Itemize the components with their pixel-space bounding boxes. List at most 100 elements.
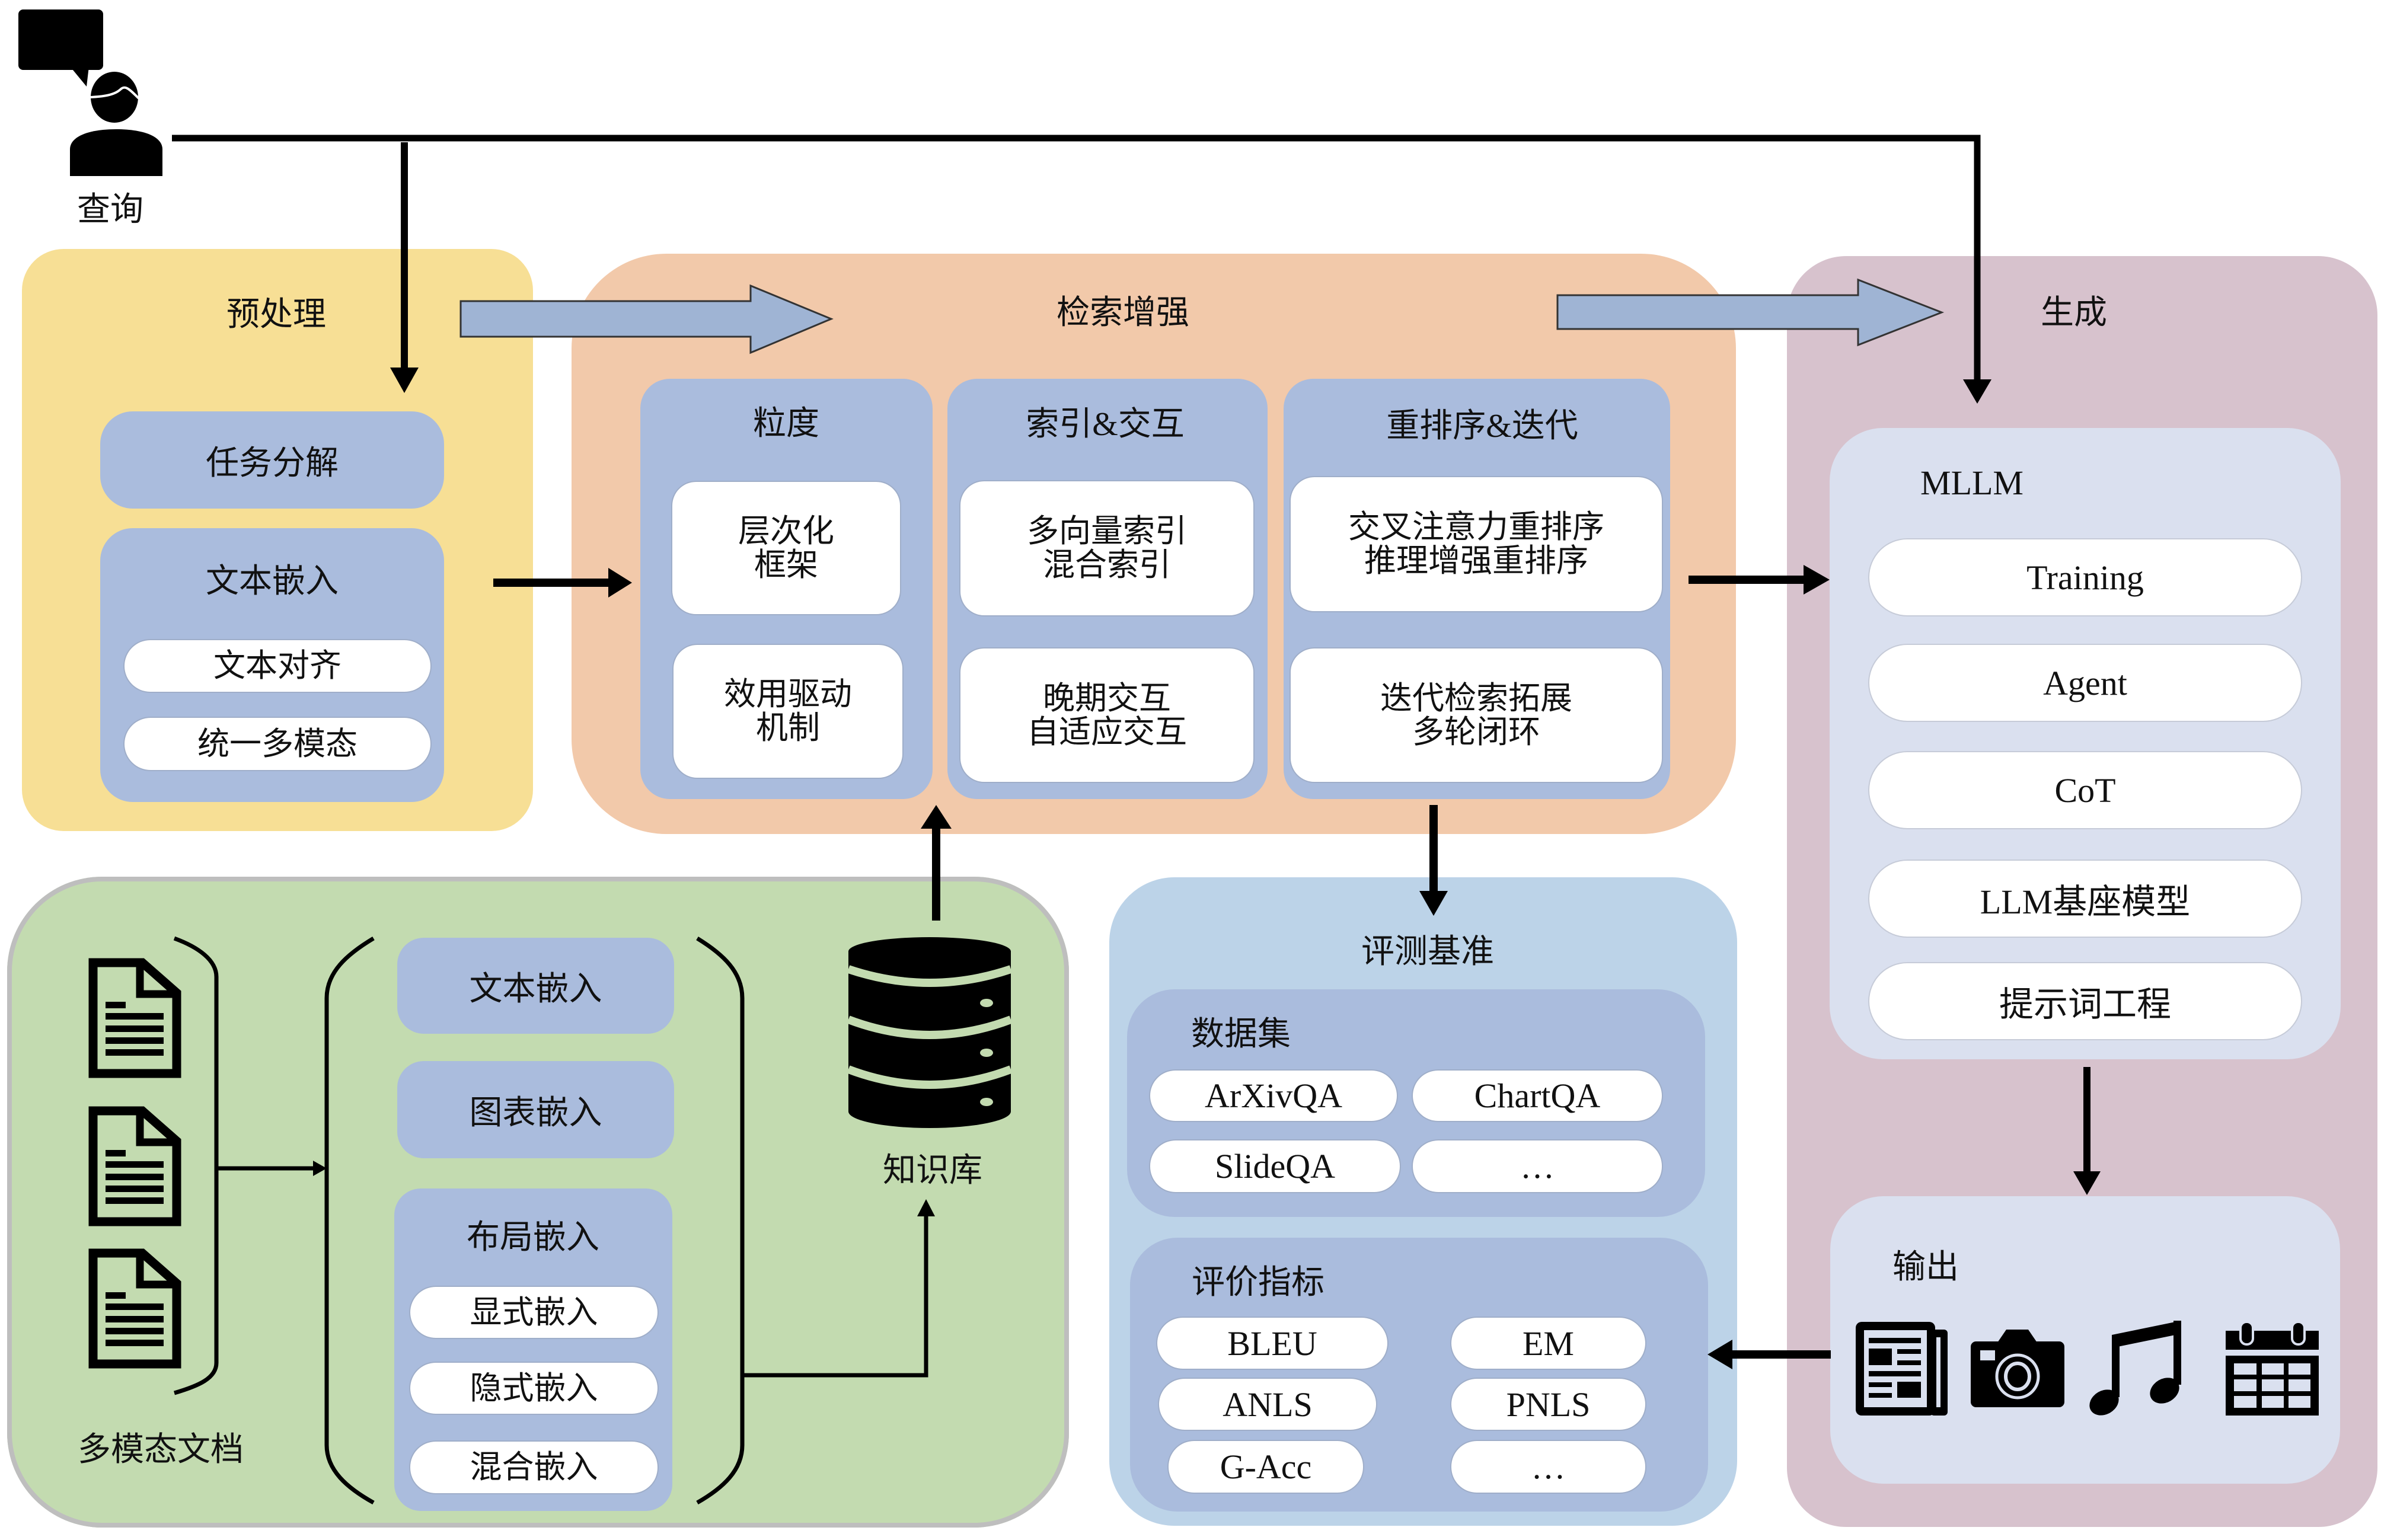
datasets-title: 数据集	[1191, 1016, 1291, 1053]
doc-text-embedding-label: 文本嵌入	[469, 970, 602, 1008]
mllm-item-label: Training	[2026, 558, 2144, 597]
cross-attention-rerank-box: 交叉注意力重排序 推理增强重排序	[1291, 477, 1662, 611]
metric-label: PNLS	[1506, 1385, 1591, 1424]
dataset-chartqa: ChartQA	[1413, 1071, 1662, 1121]
evaluation-panel: 评测基准 数据集 ArXivQA ChartQA SlideQA … 评价指标 …	[1109, 877, 1737, 1526]
bubble-body	[18, 9, 103, 70]
box-line: 多轮闭环	[1412, 714, 1540, 750]
dataset-slideqa: SlideQA	[1150, 1140, 1400, 1192]
mllm-item-label: Agent	[2043, 663, 2127, 702]
hierarchical-framework-box: 层次化 框架	[672, 482, 900, 614]
mllm-title: MLLM	[1920, 464, 2023, 502]
explicit-embedding-pill: 显式嵌入	[410, 1287, 658, 1338]
box-line: 多向量索引	[1027, 513, 1187, 549]
metric-label: ANLS	[1223, 1385, 1313, 1424]
box-line: 迭代检索拓展	[1380, 680, 1572, 716]
text-alignment-pill: 文本对齐	[125, 640, 430, 692]
mllm-item-label: CoT	[2054, 771, 2116, 810]
doc-text-embedding-box: 文本嵌入	[397, 938, 674, 1034]
metrics-title: 评价指标	[1192, 1264, 1324, 1301]
dataset-arxivqa: ArXivQA	[1150, 1071, 1397, 1121]
metric-anls: ANLS	[1159, 1379, 1376, 1430]
knowledge-base-label: 知识库	[883, 1152, 982, 1189]
rerank-iteration-title: 重排序&迭代	[1386, 408, 1578, 445]
user-query-icon	[18, 9, 162, 176]
layout-item-label: 显式嵌入	[470, 1294, 598, 1330]
unified-multimodal-label: 统一多模态	[197, 726, 358, 762]
speech-bubble-icon	[18, 9, 103, 87]
box-line: 推理增强重排序	[1364, 543, 1588, 579]
metric-bleu: BLEU	[1157, 1318, 1387, 1369]
layout-item-label: 混合嵌入	[470, 1449, 598, 1485]
task-decomposition-box: 任务分解	[100, 411, 444, 509]
utility-driven-box: 效用驱动 机制	[674, 645, 902, 778]
dataset-label: SlideQA	[1215, 1147, 1335, 1186]
box-line: 晚期交互	[1043, 680, 1171, 716]
mllm-item-agent: Agent	[1869, 645, 2301, 721]
dataset-label: ArXivQA	[1205, 1076, 1342, 1115]
bubble-tail	[70, 66, 89, 87]
dataset-label: …	[1520, 1147, 1555, 1186]
layout-item-label: 隐式嵌入	[470, 1370, 598, 1406]
datasets-panel: 数据集 ArXivQA ChartQA SlideQA …	[1127, 989, 1705, 1217]
index-interaction-title: 索引&交互	[1026, 406, 1185, 443]
preprocess-title: 预处理	[226, 296, 326, 333]
output-panel: 输出	[1830, 1196, 2340, 1484]
documents-panel: 多模态文档 文本嵌入 图表嵌入 布局嵌入 显式嵌入 隐式嵌入 混合嵌入 知识库	[7, 877, 1069, 1528]
granularity-title: 粒度	[753, 405, 819, 442]
metrics-panel: 评价指标 BLEU EM ANLS PNLS G-Acc …	[1130, 1238, 1708, 1512]
retrieval-title: 检索增强	[1057, 295, 1189, 331]
task-decomposition-label: 任务分解	[206, 445, 339, 482]
documents-label: 多模态文档	[78, 1432, 244, 1468]
mllm-item-prompt-engineering: 提示词工程	[1869, 963, 2301, 1039]
mllm-item-llm-base-model: LLM基座模型	[1869, 861, 2301, 937]
metric-label: EM	[1523, 1324, 1574, 1363]
query-label: 查询	[77, 191, 143, 228]
mllm-item-training: Training	[1869, 539, 2301, 615]
box-line: 框架	[754, 547, 818, 583]
metric-pnls: PNLS	[1451, 1379, 1645, 1430]
doc-chart-embedding-box: 图表嵌入	[397, 1061, 674, 1158]
mllm-item-label: LLM基座模型	[1980, 883, 2191, 921]
metric-g-acc: G-Acc	[1169, 1441, 1363, 1493]
dataset-more: …	[1413, 1140, 1662, 1192]
index-interaction-column: 索引&交互 多向量索引 混合索引 晚期交互 自适应交互	[947, 379, 1268, 799]
metric-more: …	[1451, 1441, 1645, 1493]
box-line: 效用驱动	[724, 676, 852, 712]
box-line: 混合索引	[1043, 547, 1171, 583]
hybrid-embedding-pill: 混合嵌入	[410, 1442, 658, 1493]
box-line: 交叉注意力重排序	[1348, 509, 1604, 545]
user-head	[91, 72, 138, 123]
implicit-embedding-pill: 隐式嵌入	[410, 1363, 658, 1414]
text-alignment-label: 文本对齐	[213, 648, 341, 683]
metric-label: …	[1531, 1448, 1566, 1486]
text-embedding-title: 文本嵌入	[206, 563, 339, 600]
mllm-item-cot: CoT	[1869, 752, 2301, 828]
doc-layout-embedding-box: 布局嵌入 显式嵌入 隐式嵌入 混合嵌入	[394, 1188, 672, 1511]
text-embedding-box: 文本嵌入 文本对齐 统一多模态	[100, 528, 444, 802]
metric-label: BLEU	[1227, 1324, 1317, 1363]
generation-panel: 生成 MLLM Training Agent CoT LLM基座模型 提示词工程…	[1787, 256, 2377, 1527]
late-interaction-box: 晚期交互 自适应交互	[960, 648, 1253, 782]
metric-label: G-Acc	[1220, 1448, 1312, 1486]
metric-em: EM	[1451, 1318, 1645, 1369]
dataset-label: ChartQA	[1474, 1076, 1601, 1115]
unified-multimodal-pill: 统一多模态	[125, 718, 430, 770]
retrieval-panel: 检索增强 粒度 层次化 框架 效用驱动 机制 索引&交互 多向量索引 混合索引 …	[572, 254, 1736, 834]
iterative-retrieval-box: 迭代检索拓展 多轮闭环	[1291, 648, 1662, 782]
mllm-item-label: 提示词工程	[1999, 985, 2171, 1024]
box-line: 自适应交互	[1027, 714, 1187, 750]
evaluation-title: 评测基准	[1361, 934, 1494, 970]
box-line: 层次化	[738, 513, 834, 549]
granularity-column: 粒度 层次化 框架 效用驱动 机制	[640, 379, 933, 799]
generation-title: 生成	[2041, 295, 2107, 331]
multi-vector-index-box: 多向量索引 混合索引	[960, 481, 1253, 615]
user-hair-line	[90, 86, 140, 100]
mllm-panel: MLLM Training Agent CoT LLM基座模型 提示词工程	[1830, 428, 2341, 1059]
box-line: 机制	[756, 710, 820, 746]
preprocess-panel: 预处理 任务分解 文本嵌入 文本对齐 统一多模态	[22, 249, 533, 831]
user-icon	[70, 72, 162, 176]
doc-chart-embedding-label: 图表嵌入	[469, 1094, 602, 1132]
output-title: 输出	[1892, 1249, 1959, 1286]
rerank-iteration-column: 重排序&迭代 交叉注意力重排序 推理增强重排序 迭代检索拓展 多轮闭环	[1284, 379, 1670, 799]
